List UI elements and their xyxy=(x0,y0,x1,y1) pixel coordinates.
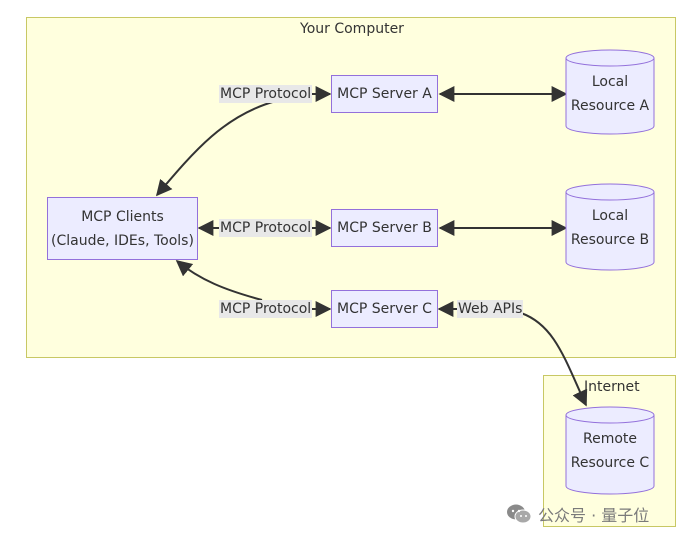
mcp-clients-node: MCP Clients (Claude, IDEs, Tools) xyxy=(47,197,198,260)
your-computer-title: Your Computer xyxy=(300,21,404,37)
watermark-text: 公众号 · 量子位 xyxy=(538,506,650,525)
mcp-server-b-node: MCP Server B xyxy=(331,209,438,247)
edge-protocol-a-to-clients xyxy=(155,100,277,197)
local-resource-a-line2: Resource A xyxy=(570,98,650,114)
mcp-clients-subtitle: (Claude, IDEs, Tools) xyxy=(51,232,194,249)
remote-resource-c-line2: Resource C xyxy=(570,455,650,471)
edge-label-protocol-a: MCP Protocol xyxy=(219,85,313,103)
edge-label-web-apis: Web APIs xyxy=(457,300,524,318)
local-resource-b-cylinder xyxy=(565,183,655,271)
mcp-server-a-label: MCP Server A xyxy=(337,86,432,102)
local-resource-b-line1: Local xyxy=(591,208,629,224)
edge-protocol-c-to-clients xyxy=(175,259,263,301)
internet-title: Internet xyxy=(584,379,640,395)
local-resource-a-line1: Local xyxy=(591,74,629,90)
watermark: 公众号 · 量子位 xyxy=(506,502,649,526)
mcp-server-c-node: MCP Server C xyxy=(331,290,438,328)
edge-web-apis-to-remote-c xyxy=(520,312,588,407)
local-resource-a-cylinder xyxy=(565,49,655,135)
mcp-server-c-label: MCP Server C xyxy=(337,301,432,317)
local-resource-b-text: Local Resource B xyxy=(566,204,654,252)
wechat-icon xyxy=(507,504,532,524)
local-resource-b-line2: Resource B xyxy=(570,232,650,248)
remote-resource-c-line1: Remote xyxy=(582,431,638,447)
edge-label-protocol-c: MCP Protocol xyxy=(219,300,313,318)
remote-resource-c-cylinder xyxy=(565,406,655,495)
mcp-clients-title: MCP Clients xyxy=(81,208,164,225)
local-resource-a-text: Local Resource A xyxy=(566,70,654,118)
mcp-server-b-label: MCP Server B xyxy=(337,220,432,236)
edge-label-protocol-b: MCP Protocol xyxy=(219,219,313,237)
mcp-server-a-node: MCP Server A xyxy=(331,75,438,113)
remote-resource-c-text: Remote Resource C xyxy=(566,427,654,475)
